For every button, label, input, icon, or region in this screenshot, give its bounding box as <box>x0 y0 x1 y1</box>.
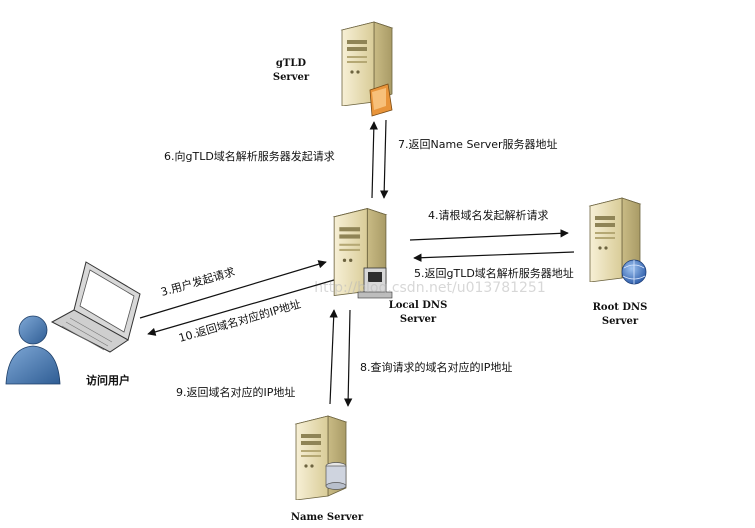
name-server-icon <box>295 415 347 500</box>
arrow-step6 <box>369 121 378 199</box>
gtld-server-label-line2: Server <box>273 72 310 83</box>
watermark-text: http://blog.csdn.net/u013781251 <box>314 280 546 296</box>
arrow-step4 <box>409 229 569 241</box>
arrow-step5 <box>413 251 575 262</box>
step5-label: 5.返回gTLD域名解析服务器地址 <box>414 266 574 280</box>
gtld-server-icon <box>341 21 393 117</box>
arrow-step8 <box>343 309 353 407</box>
user-icon <box>5 315 61 385</box>
arrow-step3 <box>139 260 327 319</box>
root-dns-server-icon <box>589 197 647 285</box>
name-server-label: Name Server <box>291 512 364 523</box>
arrow-step7 <box>379 119 389 199</box>
root-dns-label-line2: Server <box>602 316 639 327</box>
step6-label: 6.向gTLD域名解析服务器发起请求 <box>164 149 335 163</box>
user-label: 访问用户 <box>86 373 130 387</box>
step4-label: 4.请根域名发起解析请求 <box>428 208 549 222</box>
laptop-icon <box>50 261 141 353</box>
local-dns-label-line2: Server <box>400 314 437 325</box>
local-dns-server-icon <box>333 208 393 299</box>
local-dns-label-line1: Local DNS <box>389 300 448 311</box>
gtld-server-label-line1: gTLD <box>276 58 306 69</box>
step7-label: 7.返回Name Server服务器地址 <box>398 137 558 151</box>
arrow-step10 <box>147 279 335 336</box>
step8-label: 8.查询请求的域名对应的IP地址 <box>360 360 512 374</box>
arrow-step9 <box>329 309 338 405</box>
root-dns-label-line1: Root DNS <box>593 302 648 313</box>
step9-label: 9.返回域名对应的IP地址 <box>176 385 295 399</box>
step3-label: 3.用户发起请求 <box>159 264 236 299</box>
